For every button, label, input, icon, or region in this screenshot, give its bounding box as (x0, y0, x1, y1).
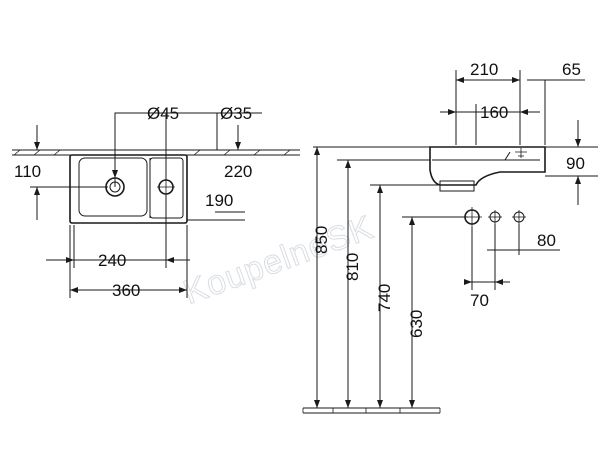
dim-label-190: 190 (205, 191, 233, 210)
top-view: Ø45 Ø35 110 220 190 (12, 104, 300, 300)
dim-label-210: 210 (470, 60, 498, 79)
dim-label-110: 110 (14, 162, 41, 181)
dim-740: 740 (370, 184, 440, 408)
outlet-supply-1 (488, 210, 502, 224)
dim-80: 80 (487, 224, 560, 255)
dim-210: 210 (455, 60, 521, 145)
dim-label-220: 220 (224, 162, 252, 181)
dim-220: 220 (224, 125, 252, 181)
dim-160: 160 (440, 103, 540, 145)
dim-label-70: 70 (470, 291, 489, 310)
side-view: 210 65 160 90 (302, 60, 598, 414)
dim-850: 850 (312, 147, 331, 408)
dim-label-360: 360 (112, 281, 140, 300)
tap-hole (157, 178, 175, 196)
dim-240: 240 (46, 195, 190, 270)
dim-110: 110 (14, 125, 108, 220)
dim-label-810: 810 (343, 253, 362, 281)
floor-line (302, 407, 441, 414)
dim-label-630: 630 (407, 310, 426, 338)
dim-label-740: 740 (375, 284, 394, 312)
dim-label-160: 160 (480, 103, 508, 122)
outlet-supply-2 (512, 210, 526, 224)
dim-label-d35: Ø35 (220, 104, 252, 123)
dim-630: 630 (402, 216, 468, 408)
dim-label-65: 65 (562, 60, 581, 79)
dim-label-850: 850 (312, 226, 331, 254)
basin-profile (429, 146, 546, 192)
dim-360: 360 (69, 225, 188, 300)
dim-label-d45: Ø45 (147, 104, 179, 123)
dim-70: 70 (464, 227, 510, 310)
dim-label-240: 240 (98, 251, 126, 270)
dim-65: 65 (527, 60, 585, 145)
outlet-waste (462, 207, 482, 227)
dim-190: 190 (187, 191, 245, 221)
dim-label-90: 90 (566, 154, 585, 173)
dim-diameter-35: Ø35 (165, 104, 262, 180)
dim-810: 810 (337, 159, 430, 408)
dim-90: 90 (545, 120, 598, 205)
basin-outline (69, 154, 188, 224)
dim-label-80: 80 (537, 231, 556, 250)
